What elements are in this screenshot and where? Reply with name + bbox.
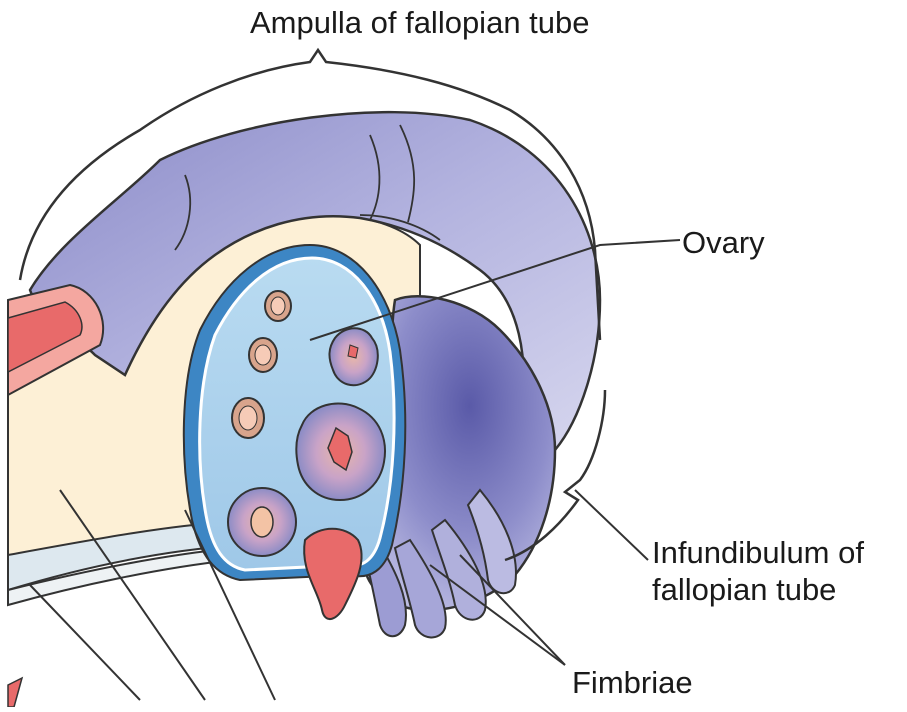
mature-follicle <box>296 403 385 500</box>
growing-follicle <box>228 488 296 556</box>
ampulla-label: Ampulla of fallopian tube <box>250 4 590 41</box>
bottom-leader-1 <box>30 585 140 700</box>
infundibulum-leader <box>575 490 648 560</box>
ovarian-ligament <box>304 529 361 619</box>
small-corpus <box>329 328 377 385</box>
ovary-label: Ovary <box>682 224 765 261</box>
fimbriae-label: Fimbriae <box>572 664 693 701</box>
infundibulum-label-line1: Infundibulum of <box>652 534 864 571</box>
infundibulum-label: Infundibulum of fallopian tube <box>652 534 864 608</box>
infundibulum-label-line2: fallopian tube <box>652 571 864 608</box>
bottom-left-fragment <box>8 678 22 707</box>
